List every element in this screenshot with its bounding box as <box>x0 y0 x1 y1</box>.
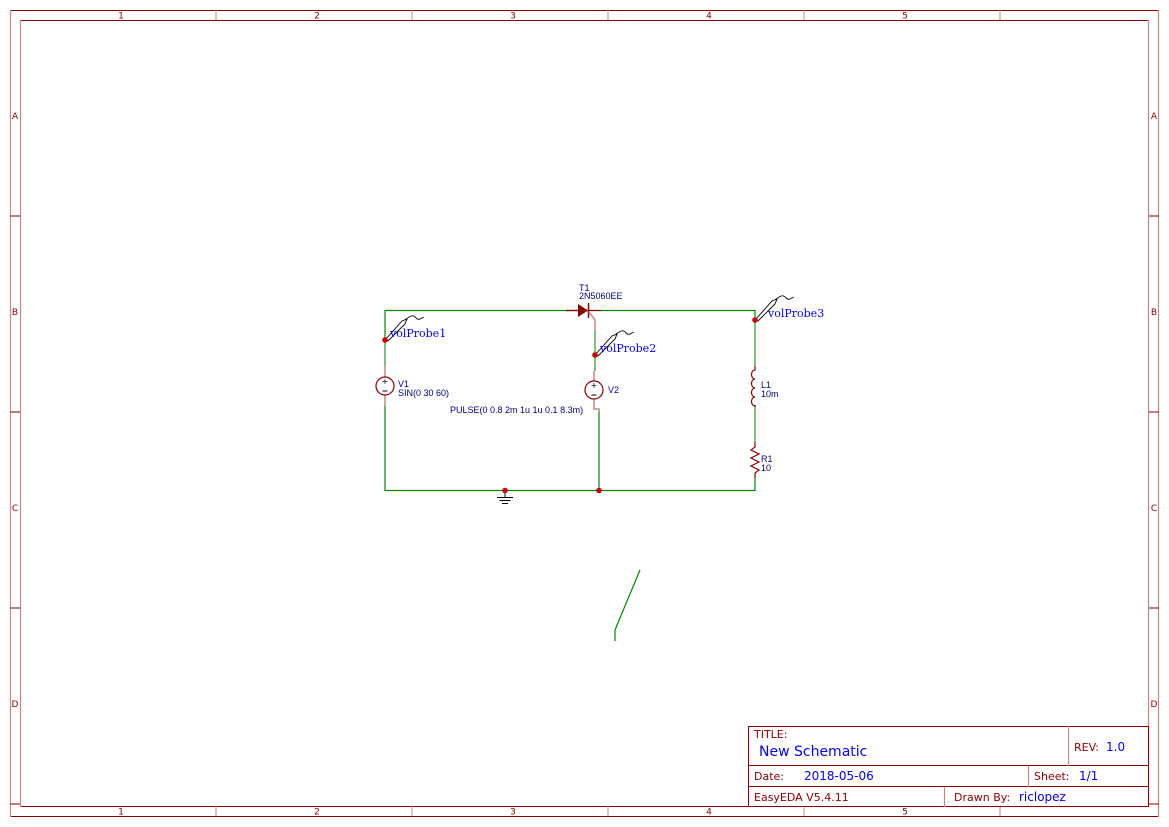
column-label: 4 <box>706 12 712 22</box>
v2-value: PULSE(0 0.8 2m 1u 1u 0.1 8.3m) <box>450 405 583 415</box>
column-label: 5 <box>902 12 908 22</box>
row-label: B <box>12 308 18 318</box>
wire-stubs <box>384 320 756 442</box>
row-label: A <box>1151 112 1158 122</box>
row-label: B <box>1151 308 1157 318</box>
voltage-probe-3[interactable]: volProbe3 <box>752 295 824 323</box>
inductor-l1[interactable]: L1 10m <box>750 366 779 407</box>
software-version: EasyEDA V5.4.11 <box>754 791 849 804</box>
wire[interactable] <box>384 406 756 492</box>
title-key: TITLE: <box>753 728 787 741</box>
wires[interactable] <box>384 309 756 642</box>
sheet-value: 1/1 <box>1079 769 1098 783</box>
voltage-source-v2[interactable]: + V2 PULSE(0 0.8 2m 1u 1u 0.1 8.3m) <box>450 371 619 415</box>
sheet-key: Sheet: <box>1034 770 1070 783</box>
l1-value: 10m <box>761 389 779 399</box>
resistor-r1[interactable]: R1 10 <box>749 442 773 478</box>
probe-label: volProbe1 <box>389 327 446 340</box>
date-key: Date: <box>754 770 784 783</box>
junction-dot <box>596 487 602 494</box>
row-label: D <box>1151 700 1158 710</box>
drawn-by-value: riclopez <box>1019 790 1066 804</box>
junction-dot <box>502 487 508 494</box>
row-label: C <box>12 504 18 514</box>
probe-label: volProbe3 <box>767 307 824 320</box>
l1-ref: L1 <box>761 380 771 390</box>
column-label: 2 <box>314 808 320 818</box>
wire[interactable] <box>601 309 756 367</box>
wire[interactable] <box>384 309 578 341</box>
t1-ref: T1 <box>579 283 590 293</box>
row-label: C <box>1151 504 1157 514</box>
r1-value: 10 <box>761 463 771 473</box>
plus-icon: + <box>382 377 389 386</box>
resistor-zigzag-icon <box>749 442 761 478</box>
junctions <box>502 487 602 494</box>
title-block: TITLE: New Schematic REV: 1.0 Date: 2018… <box>748 726 1149 807</box>
rev-key: REV: <box>1074 741 1099 754</box>
row-label: D <box>12 700 19 710</box>
column-label: 1 <box>118 12 124 22</box>
v1-ref: V1 <box>398 379 409 389</box>
sheet-frame: 1 2 3 4 5 1 2 3 4 5 A B C D A B C D <box>9 10 1160 818</box>
v2-ref: V2 <box>608 385 619 395</box>
column-label: 3 <box>510 12 516 22</box>
rev-value: 1.0 <box>1106 740 1125 754</box>
r1-ref: R1 <box>761 454 773 464</box>
column-label: 3 <box>510 808 516 818</box>
voltage-probe-2[interactable]: volProbe2 <box>592 330 656 358</box>
inductor-coil-icon <box>750 366 756 407</box>
row-label: A <box>12 112 19 122</box>
probe-label: volProbe2 <box>599 342 656 355</box>
voltage-source-v1[interactable]: + V1 SIN(0 30 60) <box>375 366 449 406</box>
diode-triangle-icon <box>578 304 588 317</box>
scr-t1[interactable]: T1 2N5060EE <box>566 283 623 330</box>
drawn-by-key: Drawn By: <box>954 791 1010 804</box>
date-value: 2018-05-06 <box>804 769 874 783</box>
column-label: 4 <box>706 808 712 818</box>
v1-value: SIN(0 30 60) <box>398 388 449 398</box>
column-label: 2 <box>314 12 320 22</box>
schematic-title: New Schematic <box>759 744 867 760</box>
voltage-probe-1[interactable]: volProbe1 <box>382 315 446 343</box>
column-label: 1 <box>118 808 124 818</box>
column-label: 5 <box>902 808 908 818</box>
t1-value: 2N5060EE <box>579 291 623 301</box>
plus-icon: + <box>591 381 598 390</box>
wire[interactable] <box>614 569 641 641</box>
